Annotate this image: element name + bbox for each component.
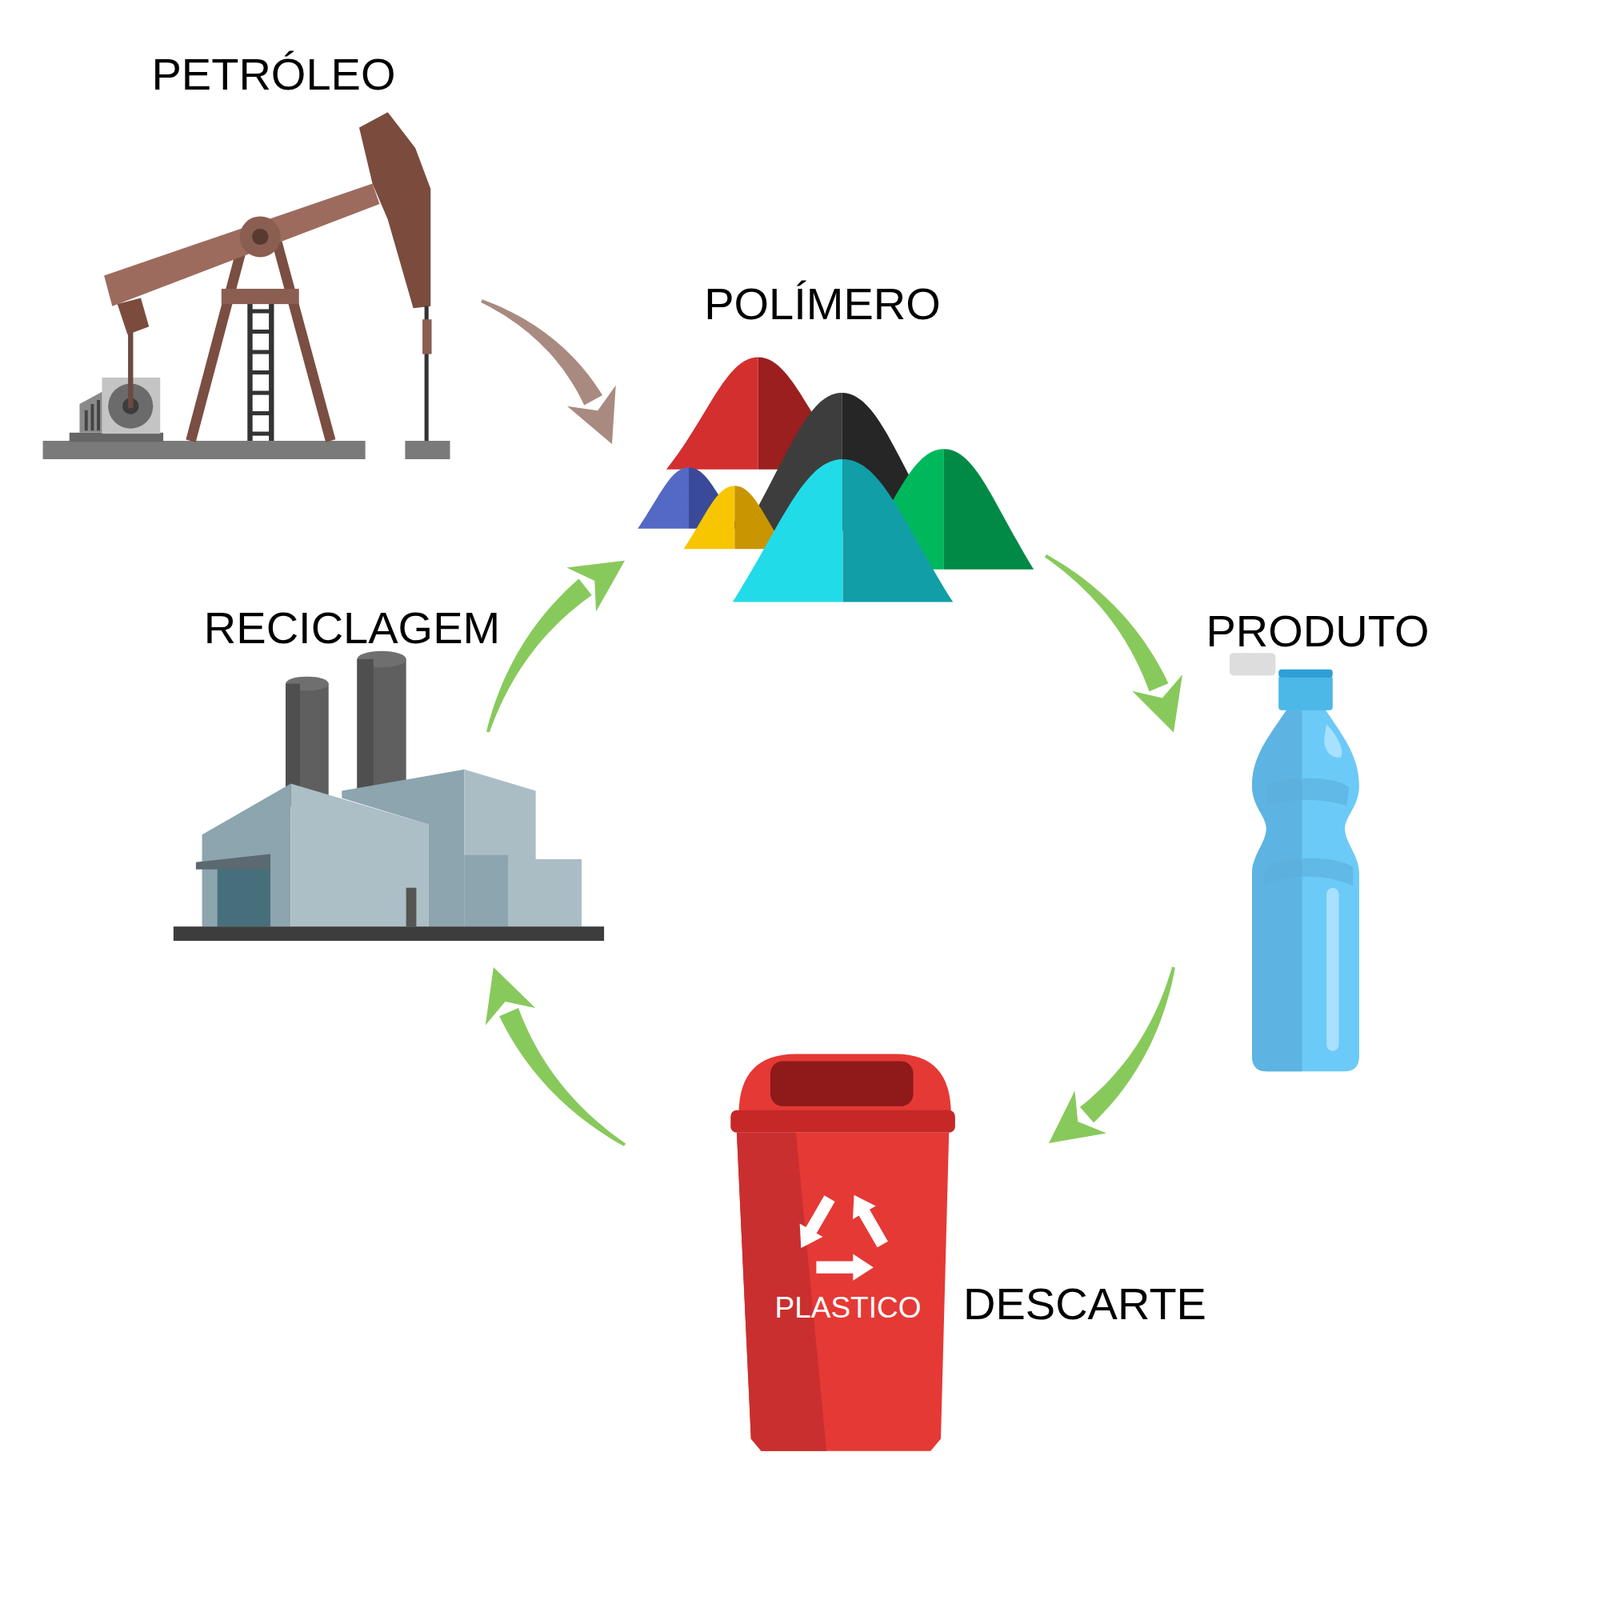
- recycle-symbol-part: [842, 1188, 894, 1251]
- polymer-piles-part: [732, 459, 844, 603]
- flow-arrow: [486, 560, 625, 733]
- polymer-node: POLÍMERO: [638, 356, 1033, 603]
- bottle-part: [1278, 669, 1333, 678]
- arrow-head: [566, 560, 625, 612]
- pump-jack-part: [250, 308, 272, 313]
- pump-jack-part: [247, 291, 252, 441]
- recycle-symbol-part-part: [863, 1211, 883, 1245]
- flow-arrow: [1048, 967, 1176, 1144]
- stage-label: RECICLAGEM: [204, 600, 500, 655]
- bottle-part: [1265, 778, 1350, 807]
- polymer-piles-part: [944, 448, 1034, 570]
- bottle-part: [1252, 708, 1302, 1072]
- factory-part: [341, 769, 464, 927]
- factory-part: [356, 659, 406, 803]
- factory-node: RECICLAGEM: [173, 652, 603, 941]
- arrow-head: [485, 967, 536, 1026]
- factory-part: [217, 865, 271, 928]
- pump-jack-part: [84, 410, 88, 432]
- pump-jack-part: [240, 216, 281, 257]
- recycling-bin-part: [730, 1110, 956, 1133]
- recycling-bin-part: [738, 1054, 951, 1115]
- arrow-head: [567, 385, 616, 444]
- product-node: PRODUTO: [1229, 652, 1363, 1072]
- arrow-body: [486, 579, 592, 733]
- arrow-head: [1048, 1091, 1107, 1144]
- recycling-bin-part: [770, 1061, 914, 1107]
- pump-jack-part: [43, 440, 366, 460]
- pump-jack-part: [252, 228, 268, 245]
- factory-part: [202, 784, 292, 928]
- stage-label: POLÍMERO: [704, 276, 941, 331]
- recycle-symbol: [789, 1188, 895, 1280]
- bin-node: PLASTICODESCARTE: [730, 1054, 955, 1452]
- factory: [173, 651, 604, 941]
- pump-jack-part: [250, 329, 272, 334]
- flow-arrow: [480, 299, 616, 444]
- pump-jack-part: [268, 291, 274, 441]
- bottle-part: [1324, 724, 1342, 758]
- pump-jack-part: [250, 432, 272, 436]
- pump-jack-part: [250, 350, 272, 355]
- recycle-symbol-part-part: [816, 1261, 855, 1274]
- factory-part: [406, 888, 417, 927]
- recycle-symbol-part-part: [852, 1254, 874, 1281]
- polymer-piles-part: [666, 356, 759, 469]
- stage-label: PRODUTO: [1206, 604, 1430, 658]
- recycle-symbol-part-part: [789, 1224, 823, 1256]
- factory-part: [173, 926, 604, 941]
- bin-label: PLASTICO: [775, 1290, 922, 1326]
- pump-jack-part: [275, 236, 331, 441]
- stage-label: PETRÓLEO: [152, 47, 396, 101]
- bottle-part: [1326, 888, 1339, 1052]
- recycle-symbol-part: [789, 1192, 841, 1255]
- pump-jack-part: [221, 288, 300, 304]
- recycle-symbol-part: [816, 1254, 873, 1281]
- bottle-part: [1278, 675, 1333, 710]
- pump-jack-part: [69, 432, 164, 442]
- factory-part: [356, 659, 373, 803]
- pump-jack-part: [250, 391, 272, 396]
- pump-jack-part: [404, 440, 450, 460]
- pump-jack-part: [422, 319, 432, 354]
- polymer-piles-part: [637, 467, 689, 529]
- arrow-body: [480, 299, 603, 405]
- factory-part: [508, 859, 582, 927]
- pump-jack-part: [250, 370, 272, 375]
- pump-jack-part: [359, 112, 431, 308]
- arrow-head: [1132, 674, 1183, 732]
- recycling-bin-part: [736, 1132, 949, 1452]
- pump-jack-part: [104, 184, 380, 307]
- stage-label: DESCARTE: [963, 1276, 1207, 1331]
- flow-arrow: [485, 967, 626, 1147]
- recycling-bin: [730, 1054, 956, 1452]
- factory-part: [464, 855, 508, 927]
- factory-part: [196, 854, 271, 870]
- arrow-body: [499, 1008, 626, 1147]
- recycle-symbol-part-part: [810, 1198, 830, 1232]
- polymer-piles-part: [684, 485, 736, 549]
- flow-arrow: [1044, 554, 1183, 733]
- pump-jack-part: [79, 392, 102, 433]
- bottle-part: [1263, 858, 1353, 886]
- pump-jack-part: [250, 411, 272, 416]
- pump-jack-part: [91, 404, 95, 431]
- oil-pump-node: PETRÓLEO: [43, 112, 450, 460]
- bottle-part: [1229, 652, 1276, 676]
- arrow-body: [1044, 554, 1169, 692]
- polymer-piles: [637, 356, 1034, 602]
- recycle-symbol-part-part: [842, 1188, 876, 1220]
- pump-jack: [43, 112, 451, 460]
- pump-jack-part: [96, 400, 100, 431]
- arrow-body: [1080, 967, 1176, 1124]
- polymer-piles-part: [843, 459, 954, 603]
- pump-jack-part: [128, 328, 133, 408]
- bottle-part: [1252, 708, 1360, 1072]
- pump-jack-part: [117, 297, 150, 335]
- bottle: [1229, 652, 1360, 1072]
